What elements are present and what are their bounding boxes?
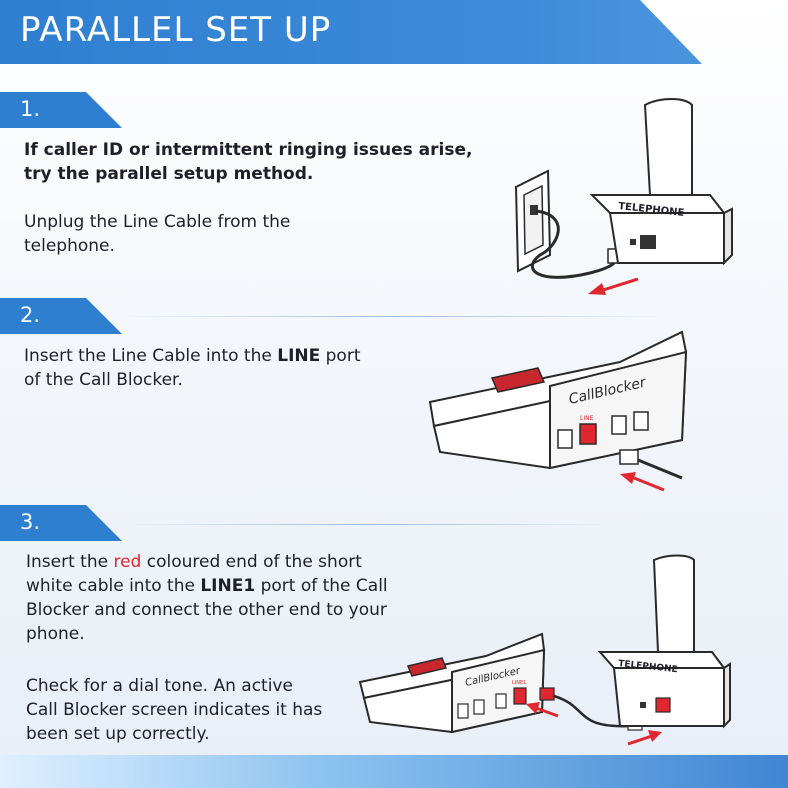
step-3-text: Insert the red coloured end of the short… [26,552,388,644]
step-2-tab: 2. [0,298,122,334]
step-3-check-text: Check for a dial tone. An active Call Bl… [26,676,323,744]
footer-band [0,755,788,788]
insert-arrow [620,472,665,492]
step-3-number: 3. [20,510,41,534]
connect-arrow [627,730,662,746]
insert-arrow [526,702,559,718]
step-2-illustration: CallBlocker LINE [428,330,688,492]
step-1-text: Unplug the Line Cable from the telephone… [24,212,291,256]
line-port-label: LINE [580,415,594,422]
step-1-illustration: TELEPHONE [514,98,733,295]
line1-port-label: LINE1 [512,680,526,686]
separator [120,524,620,525]
unplug-arrow [588,277,639,295]
callblocker-device: CallBlocker LINE1 [358,632,546,734]
header-banner: PARALLEL SET UP [0,0,702,64]
step-2-text: Insert the Line Cable into the LINE port… [24,346,361,390]
step-3-illustration: CallBlocker LINE1 TELEPHONE [358,554,731,746]
step-1-intro: If caller ID or intermittent ringing iss… [24,140,473,184]
step-1-number: 1. [20,97,41,121]
telephone-base: TELEPHONE [589,98,733,266]
wall-socket [514,169,552,273]
step-3-tab: 3. [0,505,122,541]
callblocker-device: CallBlocker LINE [428,330,688,470]
page-title: PARALLEL SET UP [20,10,332,50]
separator [120,316,670,317]
step-2-number: 2. [20,303,41,327]
line-cable-plug [619,449,683,480]
telephone-base: TELEPHONE [597,554,731,729]
step-1-tab: 1. [0,92,122,128]
